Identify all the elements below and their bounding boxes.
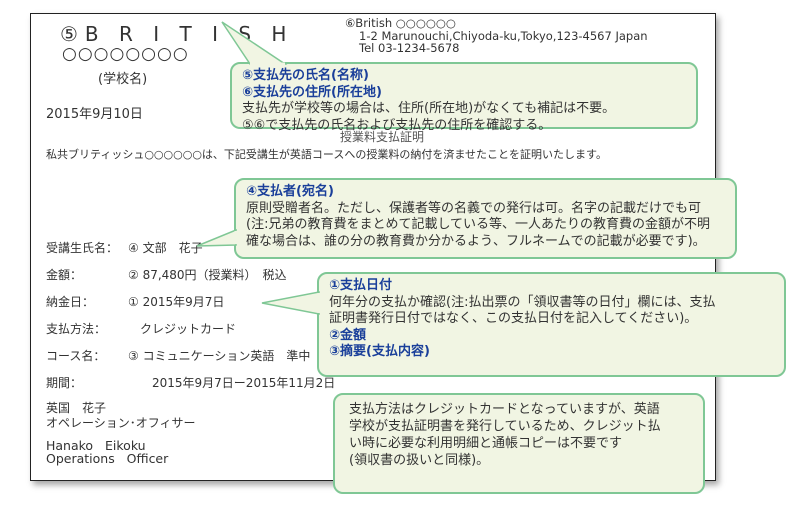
certificate-title: 授業料支払証明 [340,130,425,144]
school-name-placeholder: ○○○○○○○○ [62,44,189,64]
callout-text: 支払方法はクレジットカードとなっていますが、英語 [349,402,660,417]
callout-heading: ⑥支払先の住所(所在地) [242,84,382,100]
field-value: ② 87,480円（授業料） 税込 [128,268,287,282]
field-value: ① 2015年9月7日 [128,295,225,309]
school-name-label: (学校名) [98,72,148,87]
callout-text: (領収書の扱いと同様)。 [349,453,490,468]
signer-title-ja: オペレーション･オフィサー [46,416,196,430]
callout-payment-method-note: 支払方法はクレジットカードとなっていますが、英語 学校が支払証明書を発行している… [333,393,705,494]
school-name-english: ⑤B R I T I S H [60,22,294,46]
field-course-name: コース名： ③ コミュニケーション英語 準中 [46,347,310,364]
payee-name: ⑥British ○○○○○○ [345,16,456,30]
callout-payer: ④支払者(宛名) 原則受贈者名。ただし、保護者等の名義での発行は可。名字の記載だ… [234,178,737,259]
field-payment-method: 支払方法： クレジットカード [46,320,236,337]
callout-heading: ③摘要(支払内容) [329,344,430,359]
callout-heading: ④支払者(宛名) [246,184,334,199]
field-label: 期間： [46,376,83,390]
callout-text: い時に必要な利用明細と通帳コピーは不要です [349,436,623,451]
field-student-name: 受講生氏名： ④ 文部 花子 [46,239,203,256]
field-value: 2015年9月7日ー2015年11月2日 [128,376,336,390]
field-label: 支払方法： [46,322,107,336]
signature-english: Hanako Eikoku Operations Officer [46,439,168,465]
callout-text: 確な場合は、誰の分の教育費か分かるよう、フルネームでの記載が必要です)。 [246,233,706,249]
callout-text: 原則受贈者名。ただし、保護者等の名義での発行は可。名字の記載だけでも可 [246,200,702,216]
callout-heading: ②金額 [329,327,367,343]
callout-text: 証明書発行日付ではなく、この支払日付を記入してください)。 [329,311,698,326]
callout-payment-details: ①支払日付 何年分の支払か確認(注:払出票の「領収書等の日付」欄には、支払 証明… [317,272,786,377]
signer-name-ja: 英国 花子 [46,401,107,415]
field-value: クレジットカード [128,322,237,336]
field-label: コース名： [46,349,106,363]
callout-heading: ①支払日付 [329,278,393,293]
callout-text: ⑤⑥で支払先の氏名および支払先の住所を確認する。 [242,117,552,133]
callout-text: (注:兄弟の教育費をまとめて記載している等、一人あたりの教育費の金額が不明 [246,217,711,232]
callout-text: 支払先が学校等の場合は、住所(所在地)がなくても補記は不要。 [242,101,616,116]
issue-date: 2015年9月10日 [46,107,143,122]
callout-heading: ⑤支払先の氏名(名称) [242,68,369,83]
field-period: 期間： 2015年9月7日ー2015年11月2日 [46,374,335,391]
field-value: ③ コミュニケーション英語 準中 [128,349,311,363]
callout-text: 学校が支払証明書を発行しているため、クレジット払 [349,419,661,434]
payee-address-block: ⑥British ○○○○○○ 1-2 Marunouchi,Chiyoda-k… [345,17,648,55]
callout-text: 何年分の支払か確認(注:払出票の「領収書等の日付」欄には、支払 [329,294,716,310]
payee-street: 1-2 Marunouchi,Chiyoda-ku,Tokyo,123-4567… [359,28,648,43]
field-value: ④ 文部 花子 [128,241,203,255]
signature-japanese: 英国 花子 オペレーション･オフィサー [46,401,196,431]
field-label: 受講生氏名： [46,241,119,255]
certification-statement: 私共ブリティッシュ○○○○○○は、下記受講生が英語コースへの授業料の納付を済ませ… [46,148,607,161]
field-label: 納金日： [46,295,95,309]
signer-title-en: Operations Officer [46,451,169,466]
callout-payee: ⑤支払先の氏名(名称) ⑥支払先の住所(所在地) 支払先が学校等の場合は、住所(… [230,62,698,133]
field-label: 金額： [46,268,83,282]
signer-name-en: Hanako Eikoku [46,438,146,453]
field-payment-date: 納金日： ① 2015年9月7日 [46,293,224,310]
field-amount: 金額： ② 87,480円（授業料） 税込 [46,266,287,283]
payee-tel: Tel 03-1234-5678 [359,41,460,55]
